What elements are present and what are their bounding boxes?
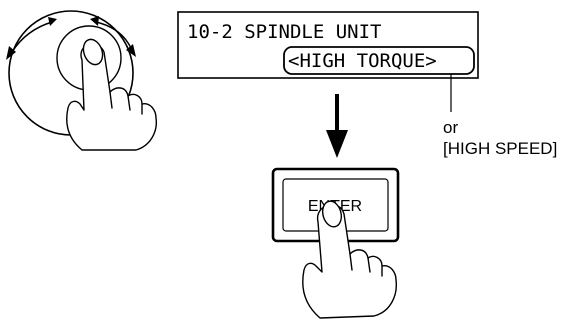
enter-button-group: ENTER [271, 167, 400, 319]
hand-on-dial-icon [66, 38, 157, 151]
jog-dial-group [6, 10, 157, 151]
rotate-right-arrowtail-icon [90, 16, 99, 26]
hand-on-enter-icon [302, 200, 397, 319]
rotate-left-arrow-icon [11, 21, 53, 53]
lcd-frame [177, 11, 479, 79]
lcd-line-1: 10-2 SPINDLE UNIT [187, 21, 381, 43]
callout-alternative-value: [HIGH SPEED] [443, 139, 557, 158]
down-arrow-icon [326, 94, 348, 158]
callout-or-text: or [443, 118, 458, 137]
lcd-selection-box[interactable] [283, 46, 475, 75]
rotate-left-arrowhead-icon [6, 46, 16, 60]
rotate-right-arrowhead-icon [126, 44, 136, 57]
rotate-left-arrowtail-icon [48, 17, 57, 26]
lcd-line-2-selected-value: <HIGH TORQUE> [288, 50, 437, 72]
lcd-display: 10-2 SPINDLE UNIT <HIGH TORQUE> [177, 11, 479, 79]
